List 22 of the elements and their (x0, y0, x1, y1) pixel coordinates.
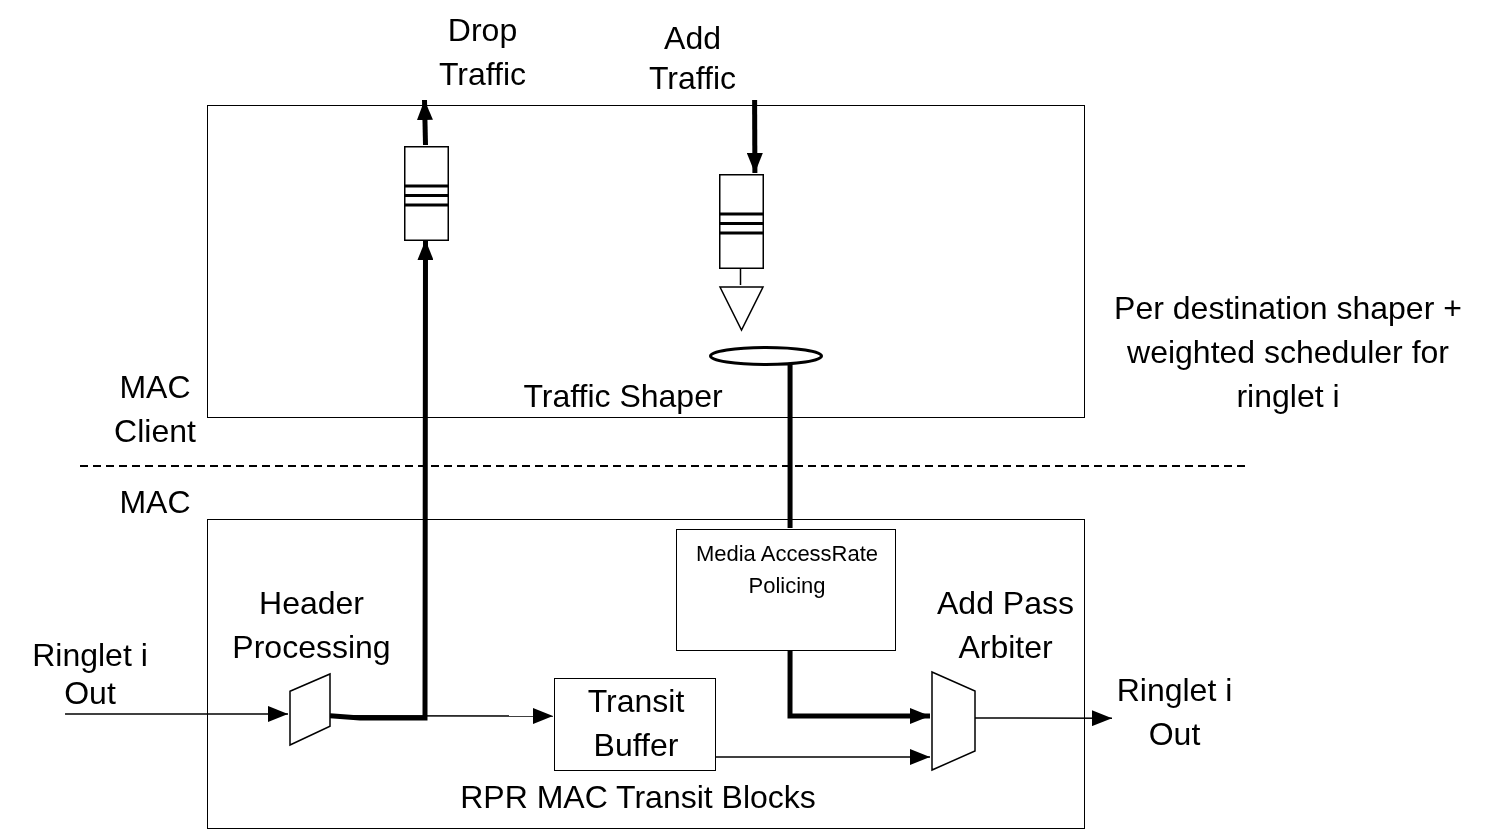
arrow (64, 706, 289, 722)
connector-line (787, 365, 793, 528)
block-label: Add Pass Arbiter (936, 584, 1075, 667)
policing-box (676, 529, 896, 651)
flow-label: Drop Traffic (410, 8, 555, 100)
layer-label: MAC (118, 483, 192, 522)
layer-label: MAC Client (113, 368, 197, 451)
port-label: Ringlet i Out (10, 636, 170, 714)
transit-block (207, 519, 1085, 829)
block-label: Media AccessRate Policing (694, 540, 880, 600)
annotation-text: Per destination shaper + weighted scheduler for ringlet i (1113, 289, 1463, 416)
arrow (787, 650, 930, 724)
arrow (714, 749, 931, 765)
port-label: Ringlet i Out (1112, 668, 1237, 753)
block-label: Transit Buffer (586, 682, 686, 765)
block-label: RPR MAC Transit Blocks (459, 778, 817, 817)
flow-label: Add Traffic (625, 18, 760, 100)
block-label: Traffic Shaper (522, 377, 724, 416)
buffer-box (554, 678, 716, 771)
arrow (746, 100, 763, 173)
block-label: Header Processing (231, 584, 392, 667)
arrow (416, 99, 433, 146)
